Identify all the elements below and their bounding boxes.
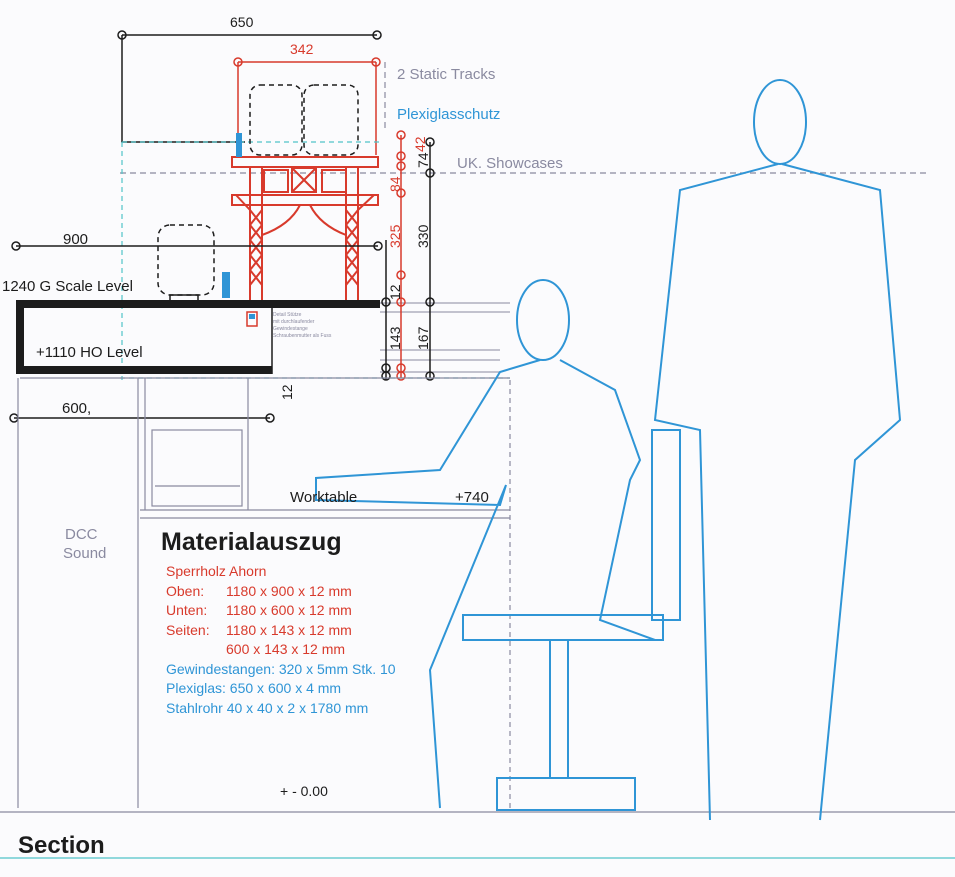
wood-item: Oben: 1180 x 900 x 12 mm	[166, 582, 396, 602]
dim-330-label: 330	[415, 224, 431, 248]
material-item: Plexiglas: 650 x 600 x 4 mm	[166, 680, 342, 696]
wood-item-label: Oben:	[166, 582, 205, 599]
standing-person-figure	[653, 79, 902, 821]
g-scale-board	[11, 241, 383, 374]
dim-325-label: 325	[387, 224, 403, 248]
wood-item: 600 x 143 x 12 mm	[166, 640, 396, 660]
wood-item: Unten: 1180 x 600 x 12 mm	[166, 601, 396, 621]
wood-item-value: 600 x 143 x 12 mm	[226, 641, 346, 657]
detail-note-line4: Schraubenmutter als Fuss	[273, 333, 332, 339]
wood-item-label: Unten:	[166, 602, 208, 618]
red-stand	[231, 156, 379, 300]
material-item: Stahlrohr 40 x 40 x 2 x 1780 mm	[166, 699, 369, 716]
dim-143-label: 143	[387, 326, 403, 350]
static-tracks-label: 2 Static Tracks	[397, 66, 496, 83]
dim-12a-label: 12	[387, 284, 403, 300]
dim-74-label: 74	[415, 152, 431, 168]
showcases-label: UK. Showcases	[457, 155, 563, 172]
wood-item: Seiten: 1180 x 143 x 12 mm	[166, 621, 396, 641]
dim-84-label: 84	[387, 176, 403, 192]
wood-items: Oben: 1180 x 900 x 12 mm Unten: 1180 x 600 …	[166, 582, 396, 660]
dimension-342	[233, 57, 381, 155]
wood-header: Sperrholz Ahorn	[166, 563, 267, 579]
dimension-chain-red	[396, 130, 406, 381]
dim-600-label: 600,	[62, 400, 92, 417]
other-items: Gewindestangen: 320 x 5mm Stk. 10 Plexigl…	[166, 660, 396, 719]
seated-person-figure	[315, 279, 681, 811]
section-title: Section	[18, 832, 105, 859]
base-cabinet	[0, 377, 955, 813]
dim-12c-label: 12	[279, 384, 295, 400]
dimension-chain-black	[381, 137, 435, 381]
detail-note-line2: mit durchlaufender	[273, 319, 315, 325]
wood-item-label: Seiten:	[166, 621, 210, 638]
dim-650-label: 650	[230, 14, 254, 30]
wood-item-value: 1180 x 600 x 12 mm	[226, 602, 352, 618]
materials-list: Sperrholz Ahorn Oben: 1180 x 900 x 12 mm U…	[166, 562, 396, 718]
dim-342-label: 342	[290, 41, 314, 57]
wood-item-value: 1180 x 143 x 12 mm	[226, 621, 352, 638]
dim-167-label: 167	[415, 326, 431, 350]
detail-note-line3: Gewindestange	[273, 326, 308, 332]
g-scale-level-label: 1240 G Scale Level	[2, 278, 133, 295]
material-item: Gewindestangen: 320 x 5mm Stk. 10	[166, 660, 396, 677]
dim-900-label: 900	[63, 231, 89, 248]
plexiglass-label: Plexiglasschutz	[397, 106, 501, 123]
materials-title: Materialauszug	[161, 528, 342, 556]
dimension-600	[9, 413, 275, 423]
figurine-icon	[222, 133, 242, 298]
worktable-label: Worktable	[290, 489, 358, 506]
static-wagons	[249, 84, 359, 156]
dim-42-label: 42	[412, 136, 428, 152]
ground-level-label: + - 0.00	[280, 783, 328, 799]
wood-item-value: 1180 x 900 x 12 mm	[226, 582, 352, 599]
worktable-height-label: +740	[455, 489, 489, 506]
sound-label: Sound	[63, 545, 107, 562]
ho-level-label: +1110 HO Level	[36, 344, 143, 361]
g-scale-wagon	[157, 224, 215, 302]
detail-note-line1: Detail Stütze	[273, 312, 302, 318]
dcc-label: DCC	[65, 526, 98, 543]
